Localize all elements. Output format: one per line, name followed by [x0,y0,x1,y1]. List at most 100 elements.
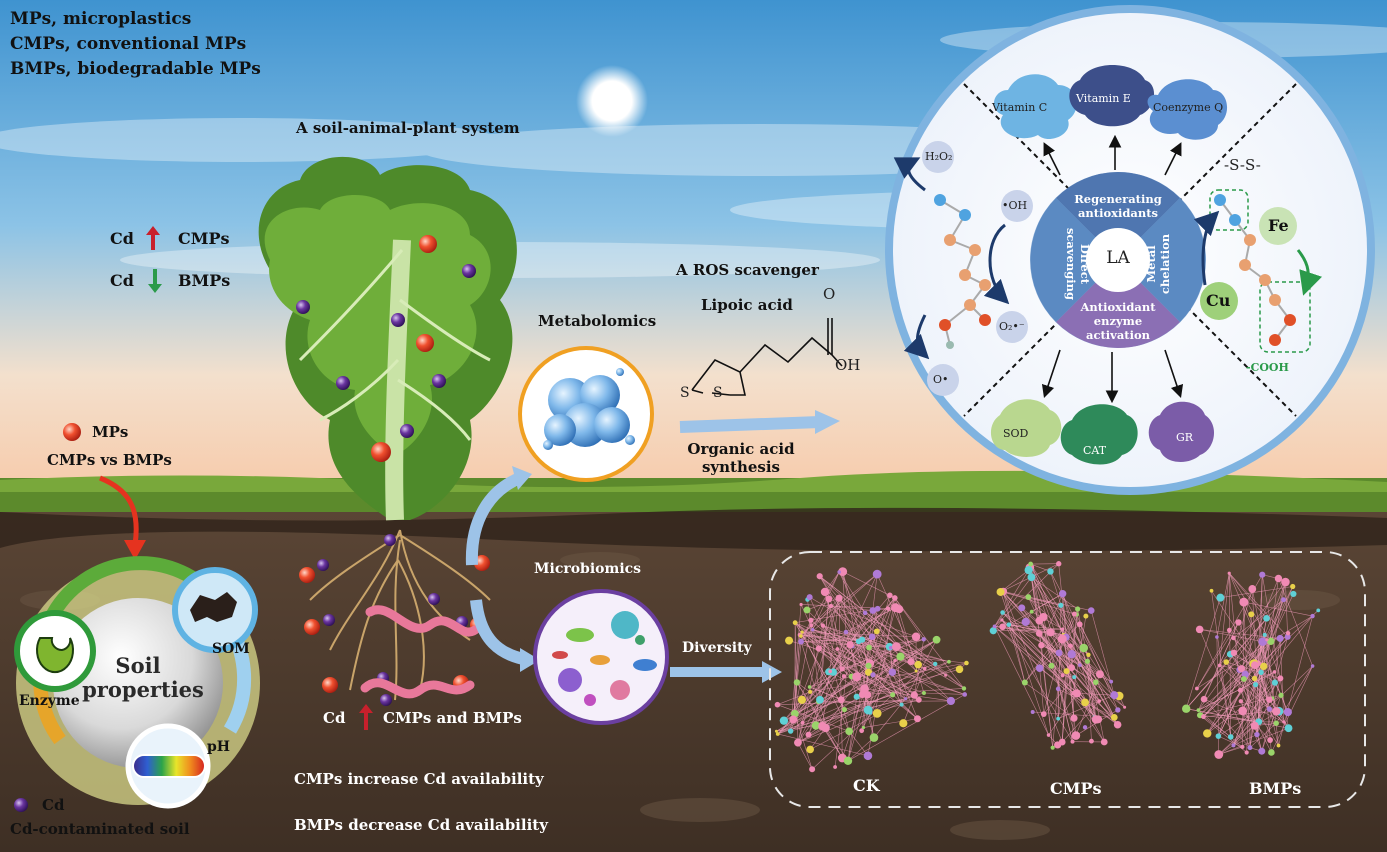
network-edge [1062,629,1075,719]
mps-label: MPs [92,423,129,441]
network-node [1226,627,1232,633]
network-edge [856,668,960,697]
plant-particles [296,235,476,462]
network-node [1046,733,1051,737]
network-edge [862,661,950,695]
network-edge [1252,588,1277,712]
network-node [859,728,865,734]
network-node [1272,707,1281,716]
network-node [1095,670,1104,679]
network-node [872,569,882,579]
network-node [915,696,922,703]
network-edge [1087,661,1115,718]
network-edge [777,733,869,757]
network-edge [862,639,937,695]
network-node [1039,612,1048,622]
network-edge [1199,663,1259,716]
network-edge [777,704,850,732]
network-edge [838,571,866,613]
hydroxyl-label: •OH [1002,199,1028,212]
metabolomics-label: Metabolomics [538,312,657,330]
network-edge [1051,665,1077,736]
network-edge [894,597,925,694]
network-edge [809,596,965,689]
network-edge [847,694,965,762]
lettuce-plant [258,156,517,701]
network-edge [802,631,853,647]
network-node [816,573,823,580]
network-node [892,595,898,601]
lipoic-acid-name: Lipoic acid [701,296,793,314]
network-edge [1233,671,1275,746]
network-edge [1233,734,1258,746]
network-edge [1253,599,1284,664]
network-edge [1185,661,1227,709]
network-node [955,665,964,674]
cd-up-cd: Cd [110,229,134,248]
network-plots [774,561,1321,773]
network-node [892,642,901,651]
network-edge [849,644,863,695]
network-node [837,696,845,704]
network-node [862,610,868,616]
network-node [1217,663,1222,668]
network-node [1239,597,1249,607]
network-edge [1199,629,1281,639]
network-edge [1196,641,1272,689]
network-node [888,668,897,676]
network-node [800,630,804,634]
network-node [999,623,1006,631]
network-node [853,693,860,700]
network-node [1215,733,1222,739]
network-edge [838,598,843,759]
network-edge [1003,591,1026,683]
la-center: LA [1106,248,1130,268]
network-edge [847,737,875,762]
network-node [868,633,876,640]
network-edge [1003,591,1063,743]
network-node [873,628,880,635]
network-node [799,602,803,607]
network-node [1282,720,1286,724]
network-edge [994,577,1032,627]
network-node [1231,743,1236,748]
network-edge [1233,678,1281,746]
network-node [1237,687,1243,693]
network-node [1227,734,1234,740]
network-node [799,634,803,638]
network-edge [828,598,871,664]
network-node [964,660,969,666]
network-node [1057,634,1067,644]
network-edge [1058,563,1067,638]
network-node [808,689,813,694]
network-edge [793,637,874,720]
network-edge [890,647,893,673]
network-node [865,662,872,669]
network-edge [794,622,874,676]
ph-label: pH [207,739,231,755]
network-edge [1260,581,1286,673]
network-edge [1251,588,1260,722]
network-edge [848,731,869,756]
network-edge [793,671,829,720]
network-edge [1246,614,1252,753]
network-edge [819,576,874,639]
network-edge [876,631,946,676]
network-node [846,640,854,649]
antioxidant-enzyme-activation: Antioxidant enzyme activation [1080,300,1156,342]
legend-cmps: CMPs, conventional MPs [10,34,247,54]
network-edge [1199,714,1247,753]
network-node [933,661,938,667]
network-node [1055,649,1063,657]
network-node [841,706,848,713]
network-edge [1024,682,1075,719]
network-edge [800,641,828,728]
network-node [1276,743,1281,748]
network-edge [1039,652,1060,669]
network-node [1201,714,1206,720]
network-node [1025,594,1032,600]
network-node [837,570,842,574]
network-node [803,606,811,614]
network-node [807,685,812,689]
network-edge [1000,591,1049,736]
